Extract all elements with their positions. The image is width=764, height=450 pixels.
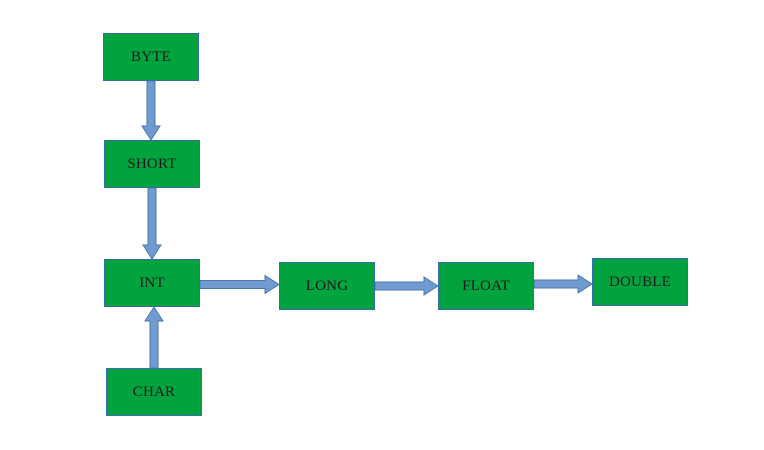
arrow-long-to-float [374,276,439,296]
arrow-char-to-int [144,306,164,369]
node-byte: BYTE [103,33,199,81]
node-float: FLOAT [438,262,534,310]
node-long: LONG [279,262,375,310]
arrow-int-to-long [199,274,280,295]
node-short: SHORT [104,140,200,188]
arrow-byte-to-short [141,80,161,141]
arrow-short-to-int [142,187,162,260]
node-char: CHAR [106,368,202,416]
arrow-float-to-double [533,274,593,294]
node-int: INT [104,259,200,307]
node-double: DOUBLE [592,258,688,306]
